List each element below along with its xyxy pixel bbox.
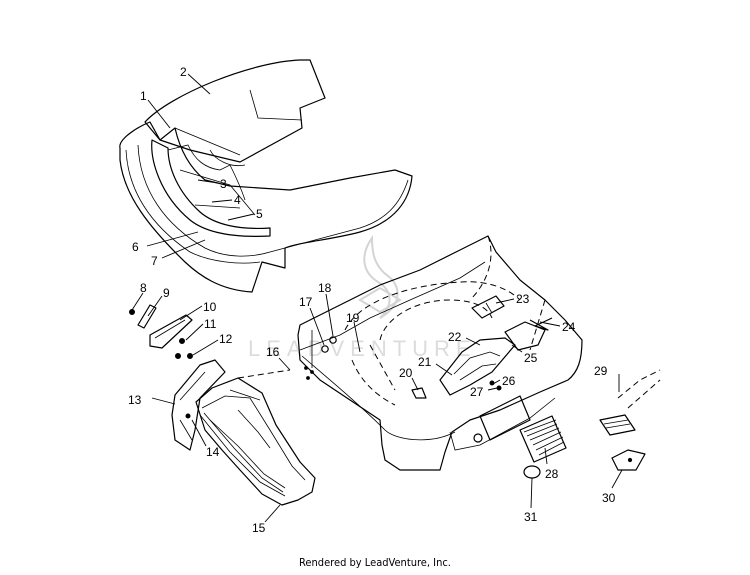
callout-2: 2 [180, 65, 187, 79]
front-cowl-assembly [129, 304, 316, 506]
callout-18: 18 [318, 281, 332, 295]
callout-24: 24 [562, 320, 576, 334]
callout-9: 9 [163, 286, 170, 300]
callout-26: 26 [502, 374, 516, 388]
callout-21: 21 [418, 355, 432, 369]
callout-5: 5 [256, 207, 263, 221]
callout-25: 25 [524, 351, 538, 365]
hinge-assembly [599, 369, 661, 471]
callout-29: 29 [594, 364, 608, 378]
callout-3: 3 [220, 177, 227, 191]
callout-10: 10 [203, 300, 217, 314]
callout-20: 20 [399, 366, 413, 380]
callout-31: 31 [524, 510, 538, 524]
callout-15: 15 [252, 521, 266, 535]
callout-17: 17 [299, 295, 313, 309]
leader-lines [131, 73, 623, 523]
callout-22: 22 [448, 330, 462, 344]
callout-16: 16 [266, 345, 280, 359]
watermark-text: LEADVENTURE [248, 336, 477, 361]
footer-credit: Rendered by LeadVenture, Inc. [299, 556, 451, 569]
watermark-logo [358, 234, 402, 319]
callout-labels: 1 2 3 4 5 6 7 8 9 10 11 12 13 14 15 16 1… [128, 65, 616, 535]
callout-8: 8 [140, 281, 147, 295]
callout-12: 12 [219, 332, 233, 346]
callout-7: 7 [151, 254, 158, 268]
callout-6: 6 [132, 240, 139, 254]
assembly-connector [237, 369, 291, 379]
callout-19: 19 [346, 311, 360, 325]
callout-14: 14 [206, 445, 220, 459]
callout-30: 30 [602, 491, 616, 505]
callout-1: 1 [140, 89, 147, 103]
callout-13: 13 [128, 393, 142, 407]
callout-11: 11 [204, 317, 217, 331]
callout-28: 28 [545, 467, 559, 481]
callout-27: 27 [470, 385, 484, 399]
callout-4: 4 [234, 193, 241, 207]
rear-body-assembly [297, 235, 583, 479]
callout-23: 23 [516, 292, 530, 306]
